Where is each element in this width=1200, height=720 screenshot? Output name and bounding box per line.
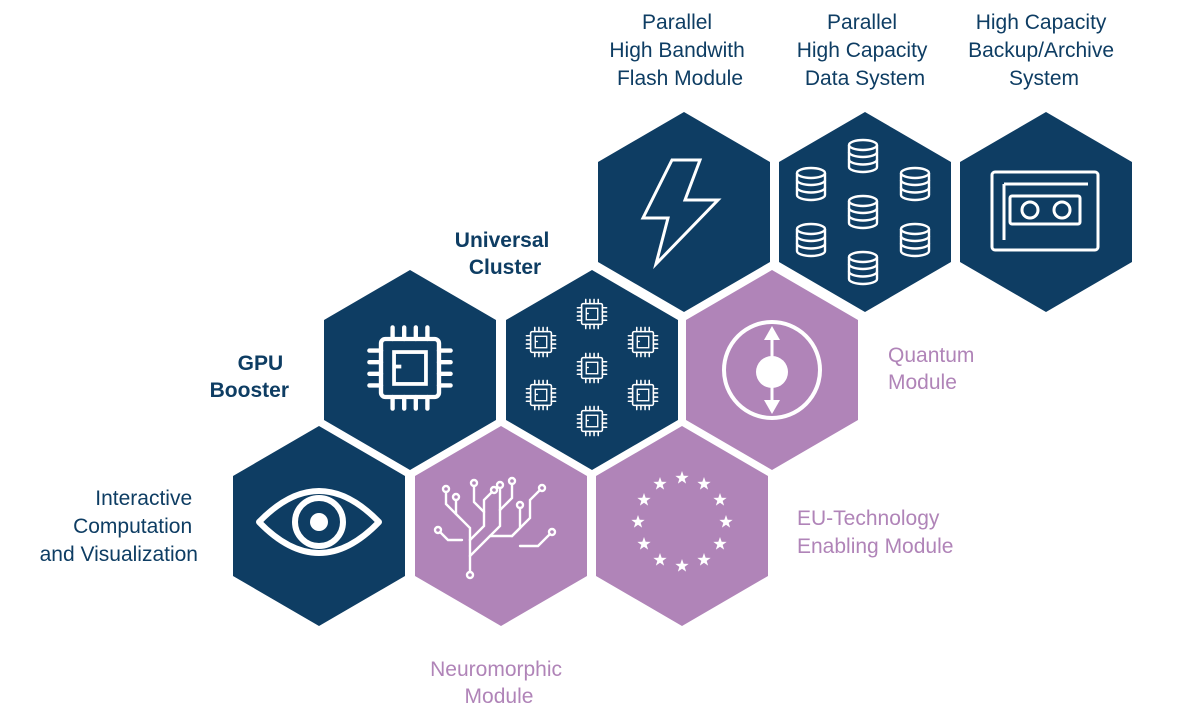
hex-interactive-visualization	[233, 426, 405, 626]
gpu-booster-label: GPU Booster	[210, 352, 289, 402]
universal-cluster-label: Universal Cluster	[455, 229, 555, 279]
hex-gpu-booster	[324, 270, 496, 470]
tape-drive-icon	[990, 170, 1100, 252]
quantum-module-label: Quantum Module	[888, 344, 980, 394]
eu-technology-module-label: EU-Technology Enabling Module	[797, 507, 953, 558]
archive-system-label: High Capacity Backup/Archive System	[968, 11, 1120, 90]
data-system-label: Parallel High Capacity Data System	[797, 11, 934, 90]
hex-data-system	[779, 112, 951, 312]
flash-module-label: Parallel High Bandwith Flash Module	[609, 11, 750, 90]
interactive-visualization-label: Interactive Computation and Visualizatio…	[40, 487, 198, 566]
hex-flash-module	[598, 112, 770, 312]
lightning-bolt-icon	[640, 158, 722, 270]
hex-neuromorphic-module	[415, 426, 587, 626]
neuromorphic-module-label: Neuromorphic Module	[430, 658, 568, 708]
hex-archive-system	[960, 112, 1132, 312]
neural-circuit-icon	[433, 476, 557, 580]
hex-universal-cluster	[506, 270, 678, 470]
hex-eu-technology-module	[596, 426, 768, 626]
qubit-spin-icon	[722, 320, 822, 420]
eye-icon	[256, 488, 382, 556]
hex-quantum-module	[686, 270, 858, 470]
